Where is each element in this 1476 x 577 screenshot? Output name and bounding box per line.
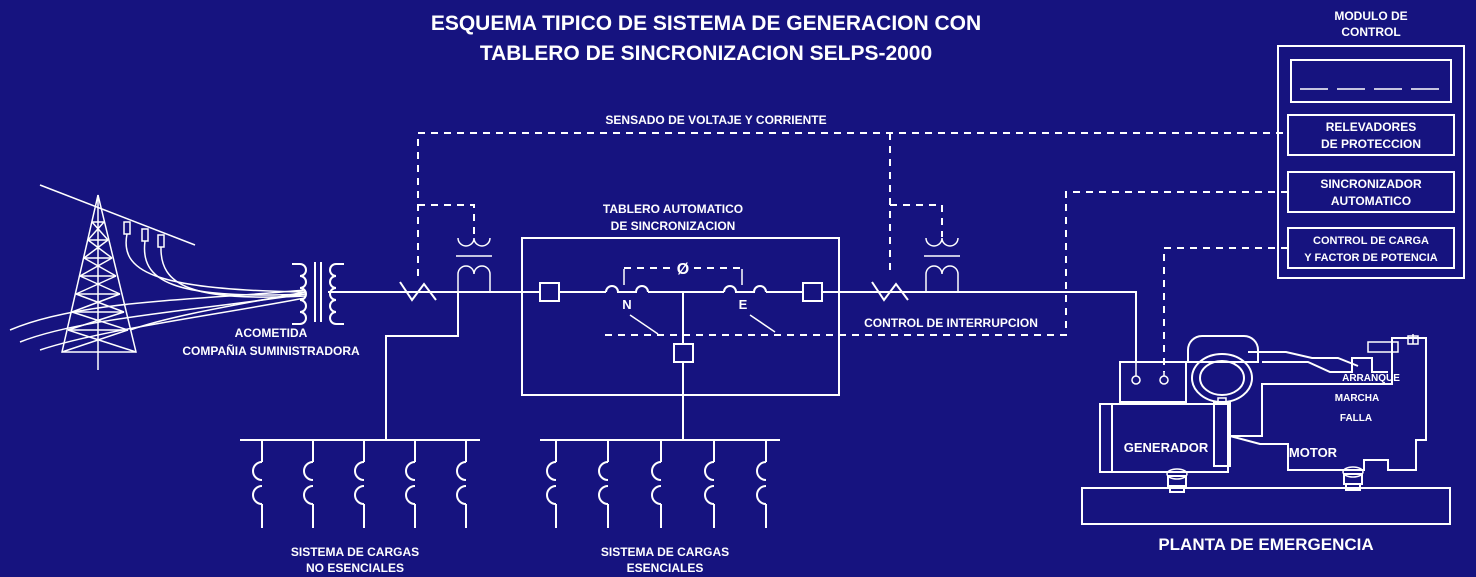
- interrupt-label: CONTROL DE INTERRUPCION: [864, 316, 1038, 330]
- switch-n-lever: [629, 314, 659, 335]
- load-control-line-1: CONTROL DE CARGA: [1313, 235, 1429, 247]
- status-fault-label: FALLA: [1340, 413, 1372, 424]
- current-transformer-left-icon: [456, 237, 492, 292]
- breaker-left-icon: [399, 281, 437, 302]
- utility-transformer-icon: [292, 262, 344, 325]
- control-module-label-1: MODULO DE: [1334, 9, 1407, 23]
- generator-end-cap: [1099, 403, 1113, 473]
- panel-terminal-left: [539, 282, 560, 302]
- sensing-ct-left: [418, 204, 475, 237]
- essential-label-2: ESENCIALES: [627, 561, 704, 575]
- sensing-ct-right: [890, 204, 943, 237]
- radiator-fan-icon: [1187, 335, 1259, 403]
- load-breaker-icon: [704, 440, 715, 528]
- nonessential-breakers: [252, 440, 467, 528]
- sensing-line: [417, 132, 1288, 276]
- nonessential-label-2: NO ESENCIALES: [306, 561, 404, 575]
- generator-body: [1099, 403, 1229, 473]
- control-module-box: [1277, 45, 1465, 279]
- sync-signal-line: [600, 191, 1288, 336]
- auto-panel-box: [521, 237, 840, 396]
- title-line-1: ESQUEMA TIPICO DE SISTEMA DE GENERACION …: [431, 12, 981, 35]
- protection-relays-line-2: DE PROTECCION: [1321, 137, 1421, 151]
- generator-label: GENERADOR: [1124, 440, 1209, 455]
- mounts: [1166, 466, 1364, 493]
- load-breaker-icon: [252, 440, 263, 528]
- protection-relays-box: RELEVADORES DE PROTECCION: [1287, 114, 1455, 156]
- switch-e-label: E: [739, 297, 748, 312]
- genset-drawing: [1081, 334, 1451, 525]
- switch-n-icon: [605, 269, 649, 293]
- breaker-right-icon: [871, 281, 909, 302]
- load-breaker-icon: [546, 440, 557, 528]
- engine-outline: [1229, 337, 1427, 471]
- utility-label-line-2: COMPAÑIA SUMINISTRADORA: [182, 343, 360, 358]
- switch-e-lever: [749, 314, 776, 333]
- load-breaker-icon: [651, 440, 662, 528]
- load-breaker-icon: [405, 440, 416, 528]
- switch-e-icon: [723, 269, 767, 293]
- sensing-label: SENSADO DE VOLTAJE Y CORRIENTE: [605, 113, 826, 127]
- transmission-tower-icon: [9, 184, 306, 370]
- auto-synchronizer-line-2: AUTOMATICO: [1331, 194, 1411, 208]
- generator-terminal-box: [1119, 361, 1187, 403]
- load-breaker-icon: [456, 440, 467, 528]
- control-module-label-2: CONTROL: [1341, 25, 1400, 39]
- essential-breakers: [546, 440, 767, 528]
- protection-relays-line-1: RELEVADORES: [1326, 120, 1416, 134]
- nonessential-feeder: [385, 292, 459, 440]
- load-control-line-2: Y FACTOR DE POTENCIA: [1304, 252, 1438, 264]
- nonessential-label-1: SISTEMA DE CARGAS: [291, 545, 419, 559]
- phase-symbol: Ø: [677, 261, 689, 278]
- load-breaker-icon: [598, 440, 609, 528]
- auto-panel-label-1: TABLERO AUTOMATICO: [603, 202, 743, 216]
- auto-panel-label-2: DE SINCRONIZACION: [611, 219, 736, 233]
- control-module-display: [1290, 59, 1452, 103]
- load-control-signal-line: [1163, 247, 1288, 372]
- load-breaker-icon: [354, 440, 365, 528]
- panel-terminal-bottom: [673, 343, 694, 363]
- load-breaker-icon: [756, 440, 767, 528]
- utility-label-line-1: ACOMETIDA: [235, 326, 308, 340]
- auto-synchronizer-box: SINCRONIZADOR AUTOMATICO: [1287, 171, 1455, 213]
- panel-terminal-right: [802, 282, 823, 302]
- auto-synchronizer-line-1: SINCRONIZADOR: [1320, 177, 1422, 191]
- switch-n-label: N: [622, 297, 631, 312]
- emergency-plant-label: PLANTA DE EMERGENCIA: [1158, 535, 1373, 554]
- load-control-box: CONTROL DE CARGA Y FACTOR DE POTENCIA: [1287, 227, 1455, 269]
- engine-label: MOTOR: [1289, 445, 1338, 460]
- status-start-label: ARRANQUE: [1342, 373, 1400, 384]
- title-line-2: TABLERO DE SINCRONIZACION SELPS-2000: [480, 42, 932, 65]
- genset-skid-base: [1081, 487, 1451, 525]
- essential-label-1: SISTEMA DE CARGAS: [601, 545, 729, 559]
- current-transformer-right-icon: [924, 237, 960, 292]
- status-run-label: MARCHA: [1335, 393, 1379, 404]
- load-breaker-icon: [303, 440, 314, 528]
